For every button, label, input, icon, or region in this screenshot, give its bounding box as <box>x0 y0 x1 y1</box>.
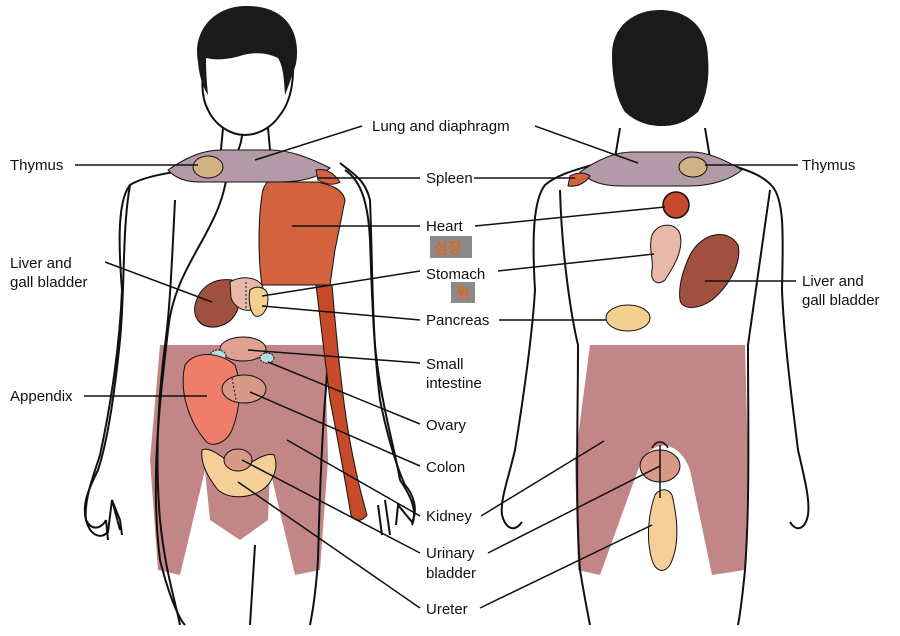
label-spleen: Spleen <box>426 170 473 187</box>
back-liver <box>679 234 740 308</box>
front-ureter-band <box>315 284 368 521</box>
back-ureter-region <box>647 489 678 571</box>
back-heart <box>662 191 690 219</box>
back-body <box>500 10 810 626</box>
label-ureter: Ureter <box>426 601 468 618</box>
back-thymus-region <box>678 156 708 178</box>
front-torso-left <box>156 199 181 626</box>
label-thymus-right: Thymus <box>802 157 855 174</box>
back-stomach <box>650 224 682 284</box>
label-ovary: Ovary <box>426 417 467 434</box>
label-stomach: Stomach <box>426 266 485 283</box>
label-lung-diaphragm: Lung and diaphragm <box>372 118 510 135</box>
label-pancreas: Pancreas <box>426 312 489 329</box>
label-heart-korean: 심장 <box>434 239 462 257</box>
back-lung-band <box>579 151 743 187</box>
back-pancreas <box>605 304 651 332</box>
front-heart-band <box>258 181 346 286</box>
front-spleen-region <box>315 169 341 185</box>
label-stomach-korean: 위 <box>456 285 470 302</box>
front-appendix <box>182 354 240 445</box>
front-colon <box>221 374 267 404</box>
front-pancreas <box>248 286 269 317</box>
korean-stomach-box <box>451 282 475 303</box>
label-small-intestine-line1: Small <box>426 356 464 373</box>
front-right-arm <box>344 169 416 536</box>
label-liver-right-line2: gall bladder <box>802 292 880 309</box>
front-hair <box>197 5 298 95</box>
label-colon: Colon <box>426 459 465 476</box>
front-urinary-bladder <box>223 448 253 472</box>
leader-lines <box>75 125 798 609</box>
label-heart: Heart <box>426 218 464 235</box>
labels: Thymus Liver and gall bladder Appendix L… <box>10 118 880 618</box>
back-lower-region <box>575 345 748 575</box>
label-appendix: Appendix <box>10 388 73 405</box>
label-liver-left-line2: gall bladder <box>10 274 88 291</box>
back-buttocks <box>651 441 669 498</box>
label-thymus-left: Thymus <box>10 157 63 174</box>
back-body-outline <box>500 127 810 626</box>
front-small-intestine <box>219 336 267 362</box>
label-liver-left-line1: Liver and <box>10 255 72 272</box>
label-kidney: Kidney <box>426 508 472 525</box>
front-lung-band <box>167 149 331 183</box>
back-spleen-region <box>567 172 591 187</box>
front-left-arm <box>83 184 131 541</box>
back-head <box>612 10 709 126</box>
label-small-intestine-line2: intestine <box>426 375 482 392</box>
front-thymus-region <box>192 155 224 179</box>
korean-heart-box <box>430 236 472 258</box>
label-urinary-line1: Urinary <box>426 545 475 562</box>
front-ovary-right <box>259 352 275 364</box>
front-body <box>83 5 416 626</box>
label-liver-right-line1: Liver and <box>802 273 864 290</box>
label-urinary-line2: bladder <box>426 565 476 582</box>
